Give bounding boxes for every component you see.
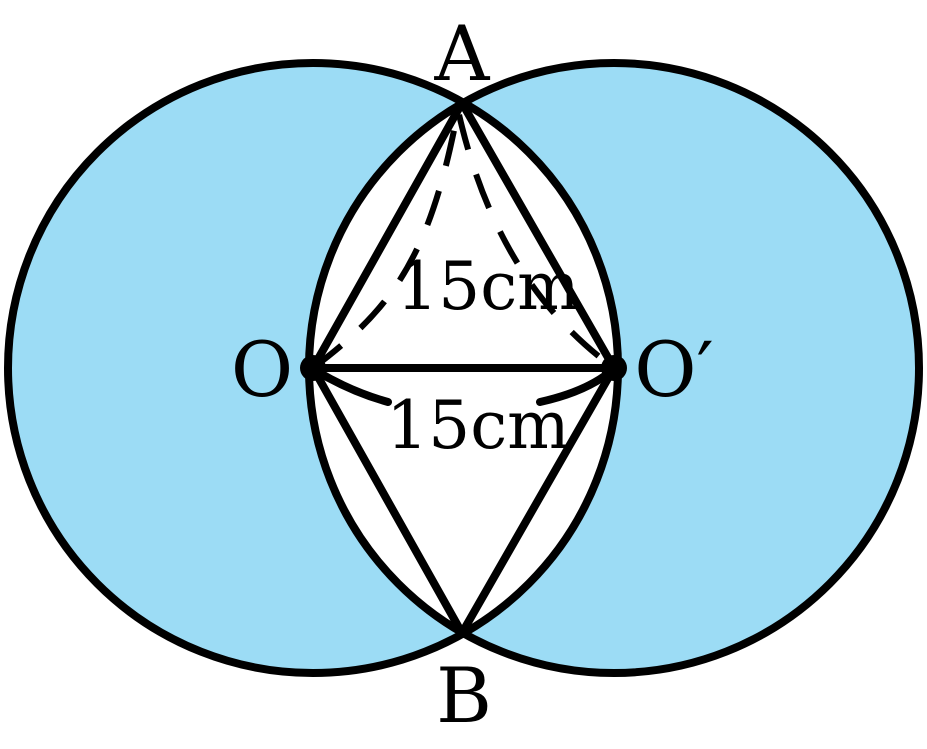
- center-O-dot: [300, 355, 326, 381]
- center-O-prime-dot: [601, 355, 627, 381]
- center-distance-measurement-label: 15cm: [386, 387, 570, 464]
- segment-OA: [309, 99, 466, 372]
- point-label-O: O: [231, 325, 293, 414]
- segment-AO-prime: [458, 99, 618, 372]
- point-label-B: B: [436, 651, 492, 740]
- segment-OB: [309, 364, 466, 637]
- radius-measurement-label: 15cm: [396, 248, 580, 325]
- point-label-A: A: [434, 9, 491, 98]
- point-label-O-prime: O′: [634, 325, 714, 414]
- radius-dimension-arc: [314, 368, 392, 406]
- dashed-radius-arc: [311, 109, 616, 371]
- segment-BO-prime: [458, 364, 618, 637]
